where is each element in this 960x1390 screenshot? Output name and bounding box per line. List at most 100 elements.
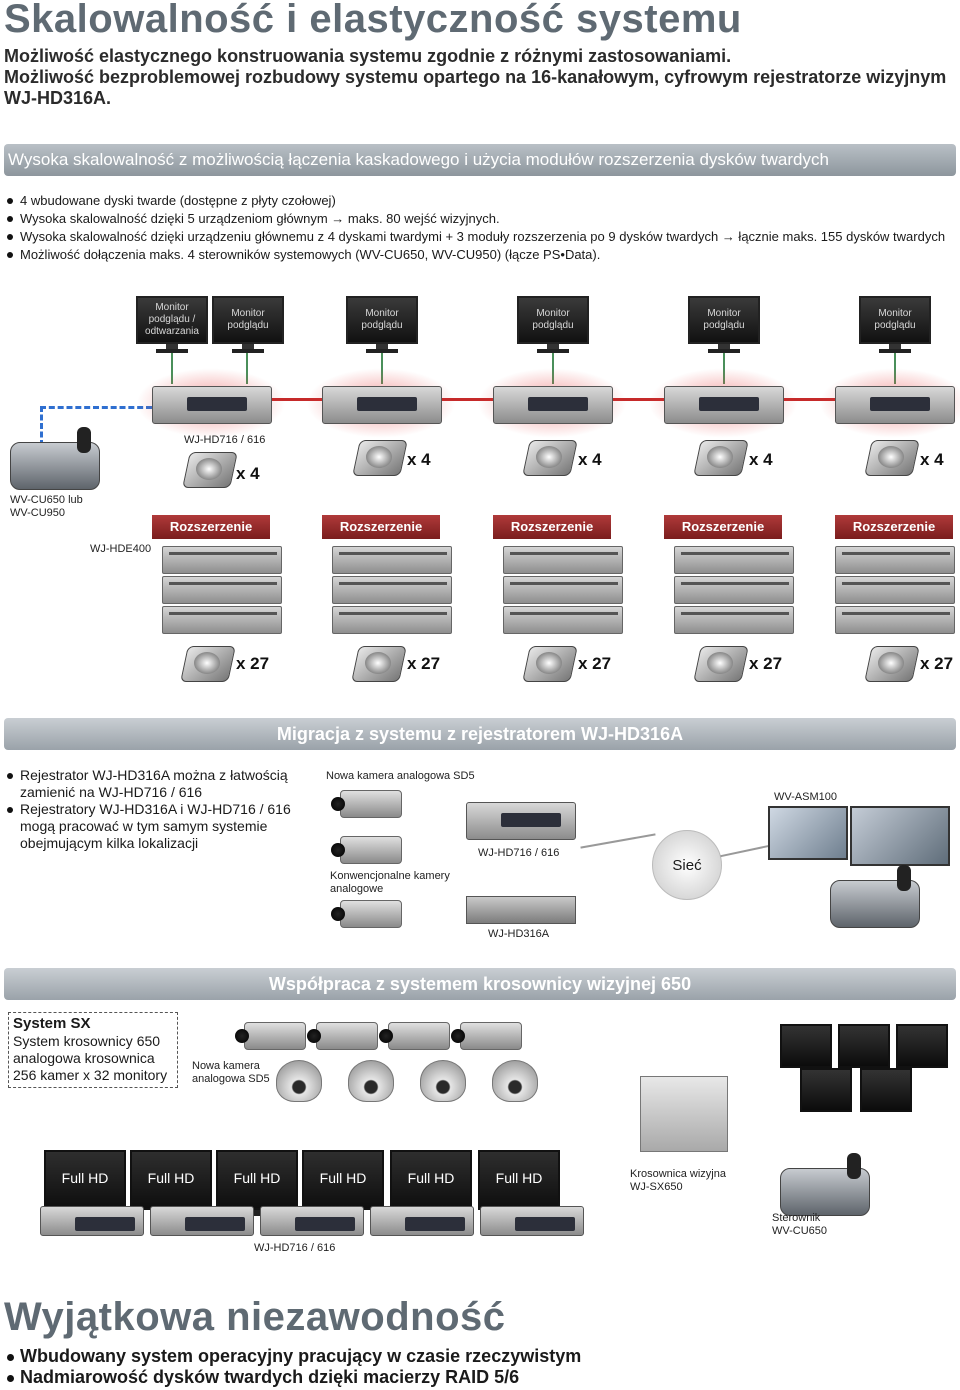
camera-icon — [379, 1022, 450, 1050]
scalability-bullets: 4 wbudowane dyski twarde (dostępne z pły… — [4, 192, 954, 264]
link-line — [381, 344, 383, 384]
recorder-model-label: WJ-HD716 / 616 — [184, 434, 266, 446]
recorder-old — [466, 896, 576, 924]
monitor-screen — [850, 806, 950, 866]
hard-disk-icon — [352, 436, 408, 478]
hard-disk-icon — [180, 642, 236, 684]
network-cloud: Sieć — [652, 830, 722, 900]
controller-console — [10, 427, 100, 490]
disk-count: x 27 — [578, 654, 612, 673]
matrix-switcher — [640, 1076, 728, 1152]
fullhd-monitor: Full HD — [216, 1150, 298, 1216]
dome-camera-icon — [276, 1060, 322, 1102]
expansion-unit — [162, 606, 282, 634]
new-camera-label: Nowa kamera analogowa SD5 — [326, 770, 475, 782]
disk-count: x 4 — [920, 450, 944, 469]
disk-count: x 4 — [749, 450, 773, 469]
camera-icon — [331, 900, 402, 928]
hard-disk-icon — [693, 642, 749, 684]
expansion-label: Rozszerzenie — [152, 515, 270, 539]
link-line — [246, 344, 248, 384]
link-line — [171, 344, 173, 384]
hard-disk-icon — [522, 436, 578, 478]
expansion-unit — [503, 576, 623, 604]
fullhd-monitor: Full HD — [130, 1150, 212, 1216]
network-link — [580, 833, 656, 849]
intro-line-1: Możliwość elastycznego konstruowania sys… — [4, 46, 732, 66]
disk-count: x 27 — [920, 654, 954, 673]
controller-console — [780, 1153, 870, 1216]
expansion-unit — [835, 606, 955, 634]
disk-count: x 4 — [236, 464, 260, 483]
list-item: Możliwość dołączenia maks. 4 sterowników… — [4, 246, 954, 264]
sx-line: 256 kamer x 32 monitory — [13, 1067, 168, 1083]
camera-icon — [331, 790, 402, 818]
hard-disk-icon — [182, 448, 238, 490]
disk-count: x 27 — [236, 654, 270, 673]
recorder — [480, 1206, 584, 1236]
expansion-unit — [332, 546, 452, 574]
list-item: Rejestratory WJ-HD316A i WJ-HD716 / 616 … — [4, 801, 304, 852]
sx-title: System SX — [13, 1015, 91, 1032]
monitor-screen — [800, 1068, 852, 1112]
expansion-unit — [503, 606, 623, 634]
expansion-label: Rozszerzenie — [322, 515, 440, 539]
intro-line-2: Możliwość bezproblemowej rozbudowy syste… — [4, 67, 947, 108]
camera-icon — [235, 1022, 306, 1050]
recorder — [150, 1206, 254, 1236]
recorder — [466, 802, 576, 840]
expansion-unit — [503, 546, 623, 574]
controller-link — [40, 406, 43, 446]
hard-disk-icon — [864, 642, 920, 684]
section-bar-migration: Migracja z systemu z rejestratorem WJ-HD… — [4, 718, 956, 750]
controller-link — [40, 406, 152, 409]
recorder — [152, 386, 272, 424]
camera-icon — [331, 836, 402, 864]
dome-camera-icon — [348, 1060, 394, 1102]
reliability-title: Wyjątkowa niezawodność — [4, 1295, 506, 1339]
expansion-label: Rozszerzenie — [493, 515, 611, 539]
monitor-screen — [838, 1024, 890, 1068]
expansion-unit — [835, 546, 955, 574]
recorder — [260, 1206, 364, 1236]
recorder-new-label: WJ-HD716 / 616 — [478, 847, 560, 859]
recorder — [322, 386, 442, 424]
recorder — [835, 386, 955, 424]
hard-disk-icon — [693, 436, 749, 478]
expansion-unit — [162, 576, 282, 604]
camera-icon — [451, 1022, 522, 1050]
section-bar-scalability: Wysoka skalowalność z możliwością łączen… — [4, 144, 956, 176]
expansion-unit — [674, 576, 794, 604]
monitor-screen — [768, 806, 848, 860]
expansion-unit — [332, 576, 452, 604]
disk-count: x 27 — [407, 654, 441, 673]
list-item: Wysoka skalowalność dzięki 5 urządzeniom… — [4, 210, 954, 228]
dome-camera-icon — [492, 1060, 538, 1102]
monitor-screen — [780, 1024, 832, 1068]
network-link — [720, 844, 770, 858]
list-item: Nadmiarowość dysków twardych dzięki maci… — [4, 1367, 954, 1388]
expansion-unit — [674, 606, 794, 634]
disk-count: x 27 — [749, 654, 783, 673]
expansion-label: Rozszerzenie — [835, 515, 953, 539]
migration-bullets: Rejestrator WJ-HD316A można z łatwością … — [4, 767, 304, 852]
hard-disk-icon — [864, 436, 920, 478]
software-label: WV-ASM100 — [774, 791, 837, 803]
recorder — [493, 386, 613, 424]
link-line — [894, 344, 896, 384]
hard-disk-icon — [522, 642, 578, 684]
list-item: Rejestrator WJ-HD316A można z łatwością … — [4, 767, 304, 801]
hard-disk-icon — [351, 642, 407, 684]
monitor-screen — [860, 1068, 912, 1112]
recorder — [664, 386, 784, 424]
camera-icon — [307, 1022, 378, 1050]
recorder-label: WJ-HD716 / 616 — [254, 1242, 336, 1254]
